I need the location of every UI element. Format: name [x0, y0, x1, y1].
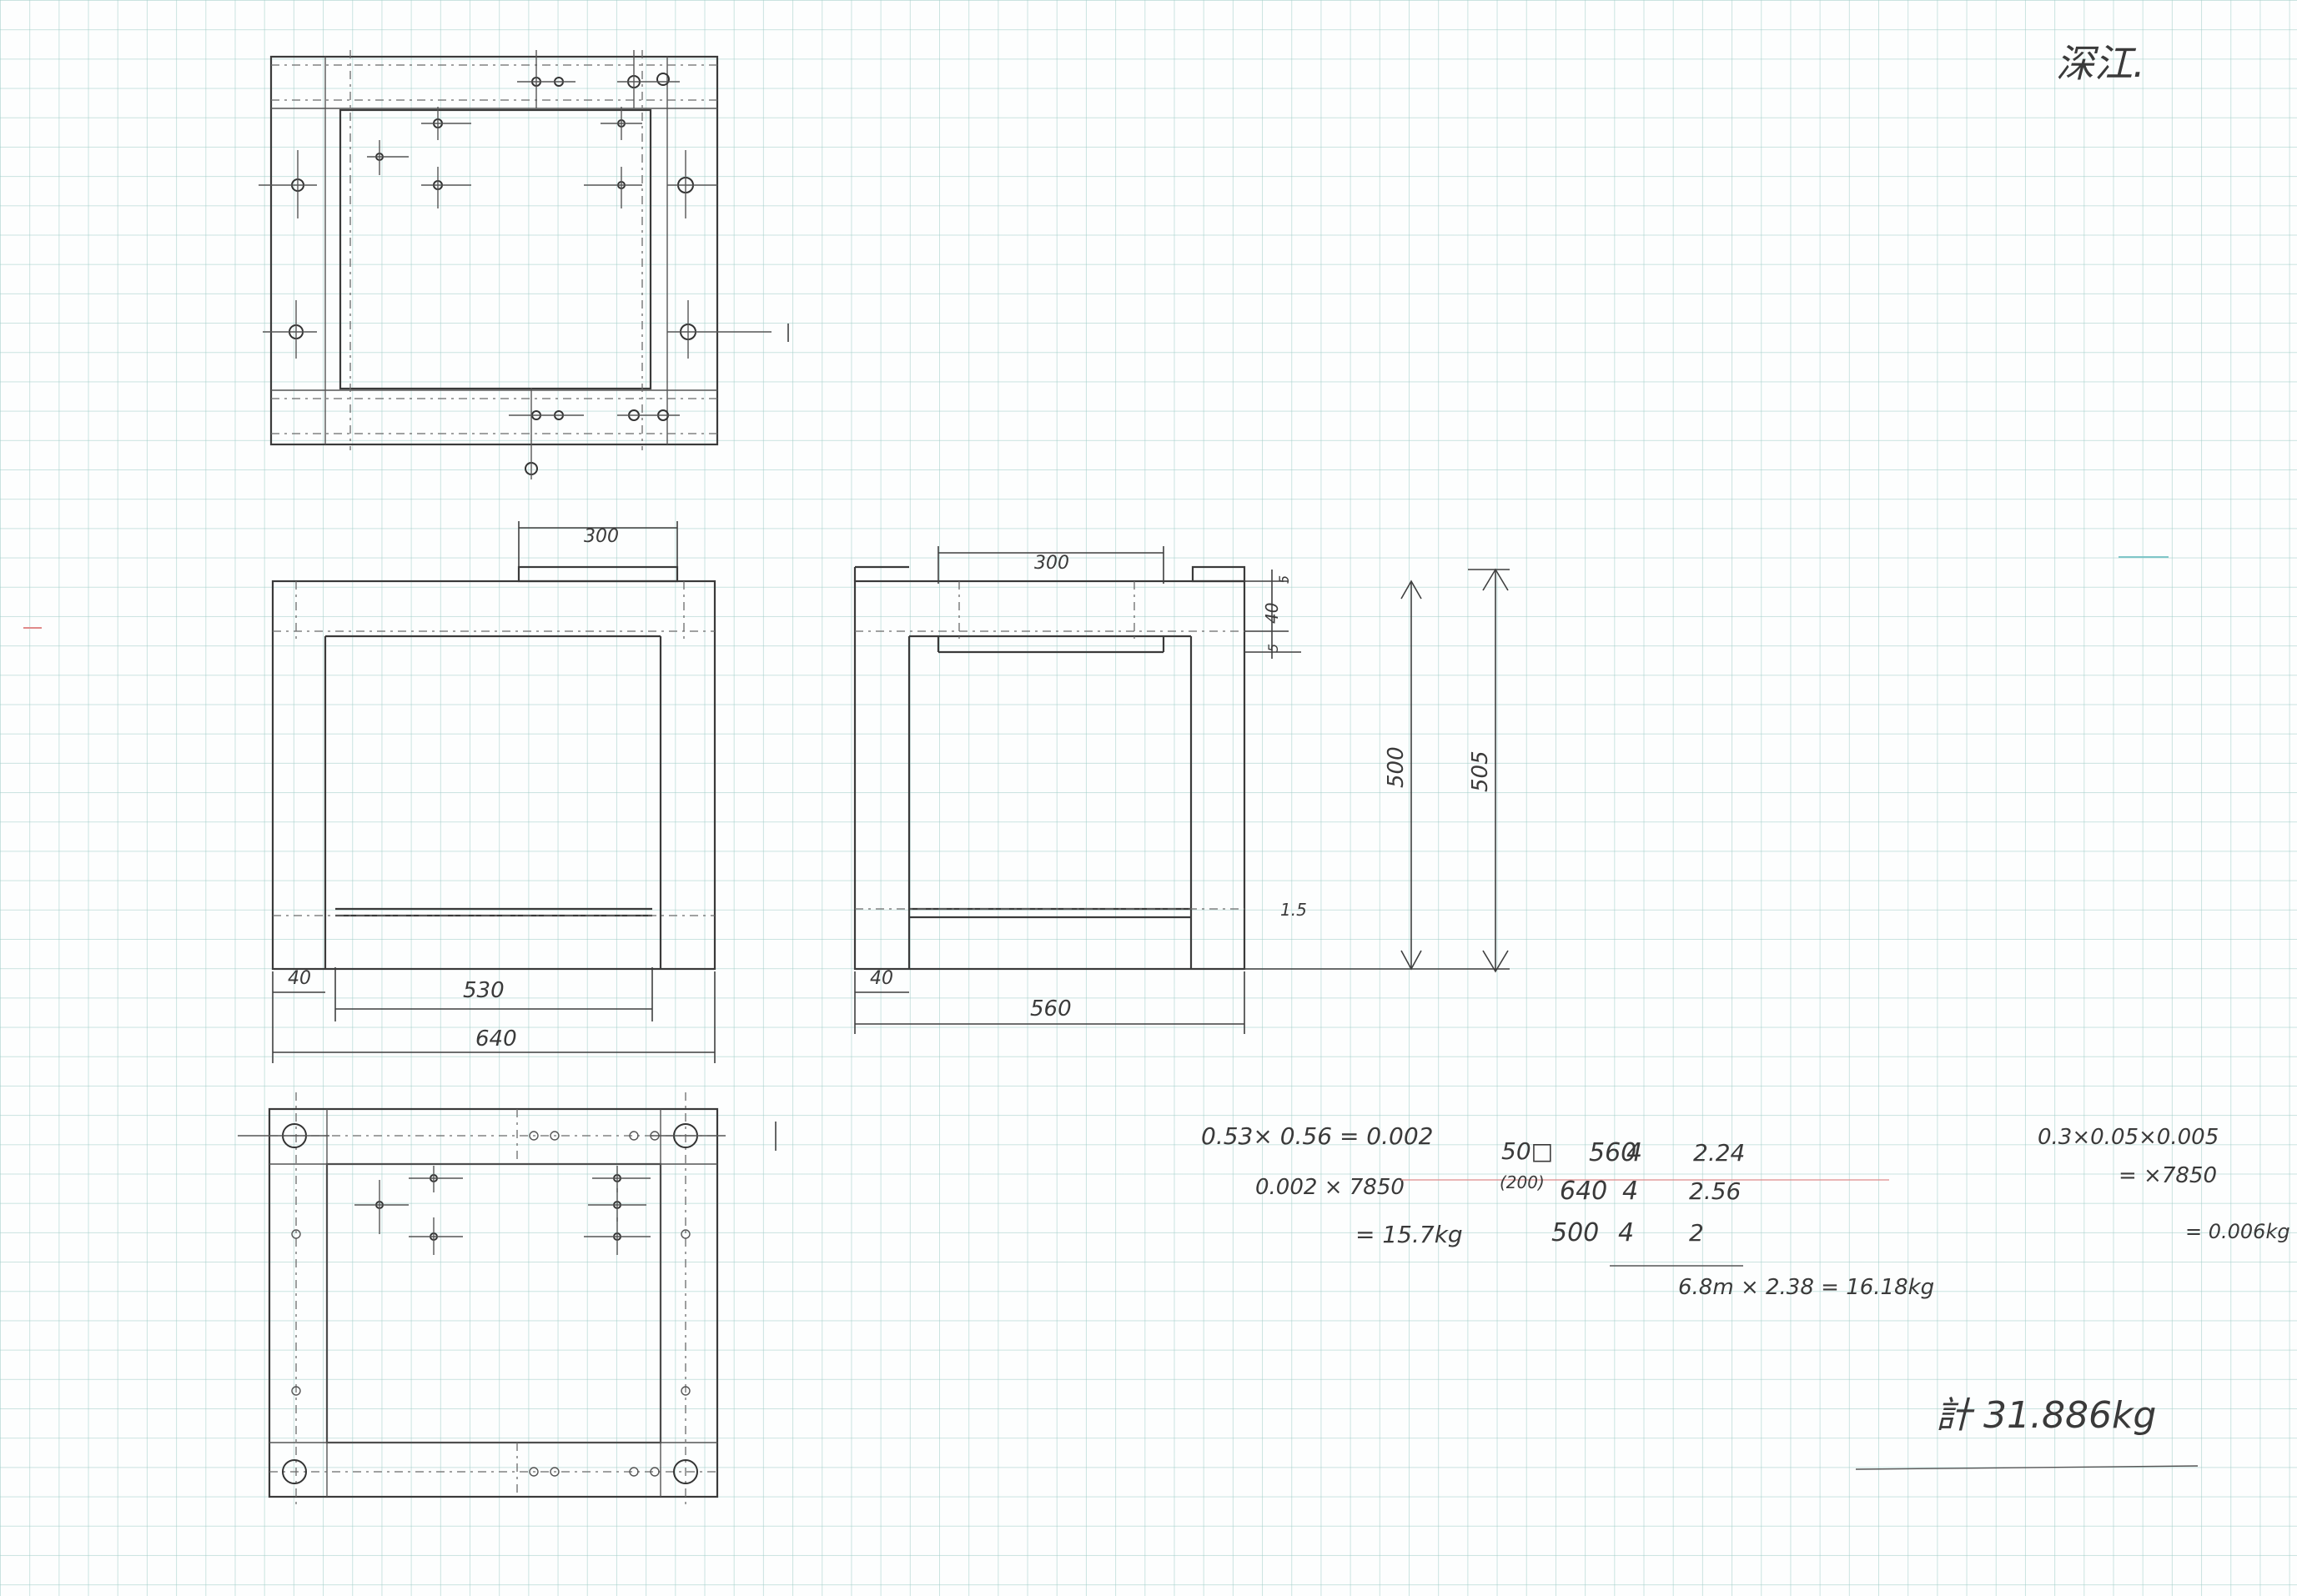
member-row3-qty: 4 — [1618, 1218, 1634, 1247]
title-note: 深江. — [2056, 41, 2145, 86]
bottom-view — [238, 1092, 777, 1509]
side-view-outer — [853, 580, 1246, 971]
total-weight-text: 計 31.886kg — [1935, 1394, 2156, 1437]
small-calc-line2: = ×7850 — [2119, 1163, 2217, 1188]
plate-calc-line1: 0.53× 0.56 = 0.002 — [1201, 1122, 1433, 1150]
top-view-center-marks — [259, 50, 772, 479]
plate-calc-line2: 0.002 × 7850 — [1255, 1175, 1405, 1200]
bottom-view-outer — [268, 1107, 719, 1498]
top-view-outer — [269, 55, 719, 446]
front-dim-overall: 640 — [475, 1026, 517, 1051]
plate-calculation: 0.53× 0.56 = 0.002 0.002 × 7850 = 15.7kg — [1201, 1122, 1463, 1248]
front-dim-inner: 530 — [463, 978, 505, 1003]
small-part-calculation: 0.3×0.05×0.005 = ×7850 = 0.006kg — [2038, 1125, 2290, 1243]
side-dim-left: 40 — [870, 968, 893, 989]
top-view-inner — [339, 108, 652, 390]
member-result: 6.8m × 2.38 = 16.18kg — [1678, 1275, 1934, 1300]
plate-calc-line3: = 15.7kg — [1355, 1221, 1463, 1248]
member-row1-qty: 4 — [1626, 1138, 1642, 1167]
member-calculation: 50□ (200) 560 4 2.24 640 4 2.56 500 4 2 … — [1500, 1137, 1934, 1300]
side-dim-overall: 560 — [1030, 996, 1072, 1021]
member-row1-sum: 2.24 — [1693, 1139, 1745, 1167]
member-row3-len: 500 — [1551, 1218, 1599, 1247]
member-row2-len: 640 — [1560, 1177, 1607, 1206]
total-weight: 計 31.886kg — [1855, 1394, 2199, 1470]
member-section-b: (200) — [1500, 1172, 1545, 1192]
side-dim-505: 505 — [1468, 750, 1493, 792]
front-view-top-plate — [517, 565, 679, 583]
side-dim-500: 500 — [1384, 746, 1409, 788]
side-dim-5b: 5 — [1265, 644, 1281, 652]
side-view: 300 40 5 5 500 505 1.5 40 560 — [853, 546, 1510, 1034]
member-row1-len: 560 — [1589, 1138, 1636, 1167]
member-row2-qty: 4 — [1622, 1177, 1638, 1206]
small-calc-line1: 0.3×0.05×0.005 — [2038, 1125, 2219, 1150]
front-dim-top: 300 — [584, 526, 619, 547]
small-calc-line3: = 0.006kg — [2185, 1220, 2290, 1243]
side-dim-top: 300 — [1034, 553, 1069, 574]
front-view-outer — [271, 580, 716, 971]
side-dim-15: 1.5 — [1280, 900, 1307, 920]
top-view — [259, 50, 789, 479]
member-row3-sum: 2 — [1689, 1219, 1704, 1247]
front-dim-left: 40 — [288, 968, 311, 989]
side-dim-40: 40 — [1262, 603, 1282, 624]
side-dim-5a: 5 — [1276, 575, 1292, 584]
member-row2-sum: 2.56 — [1689, 1177, 1741, 1205]
front-view: 300 40 530 640 — [271, 521, 716, 1063]
member-section-a: 50□ — [1501, 1137, 1553, 1165]
